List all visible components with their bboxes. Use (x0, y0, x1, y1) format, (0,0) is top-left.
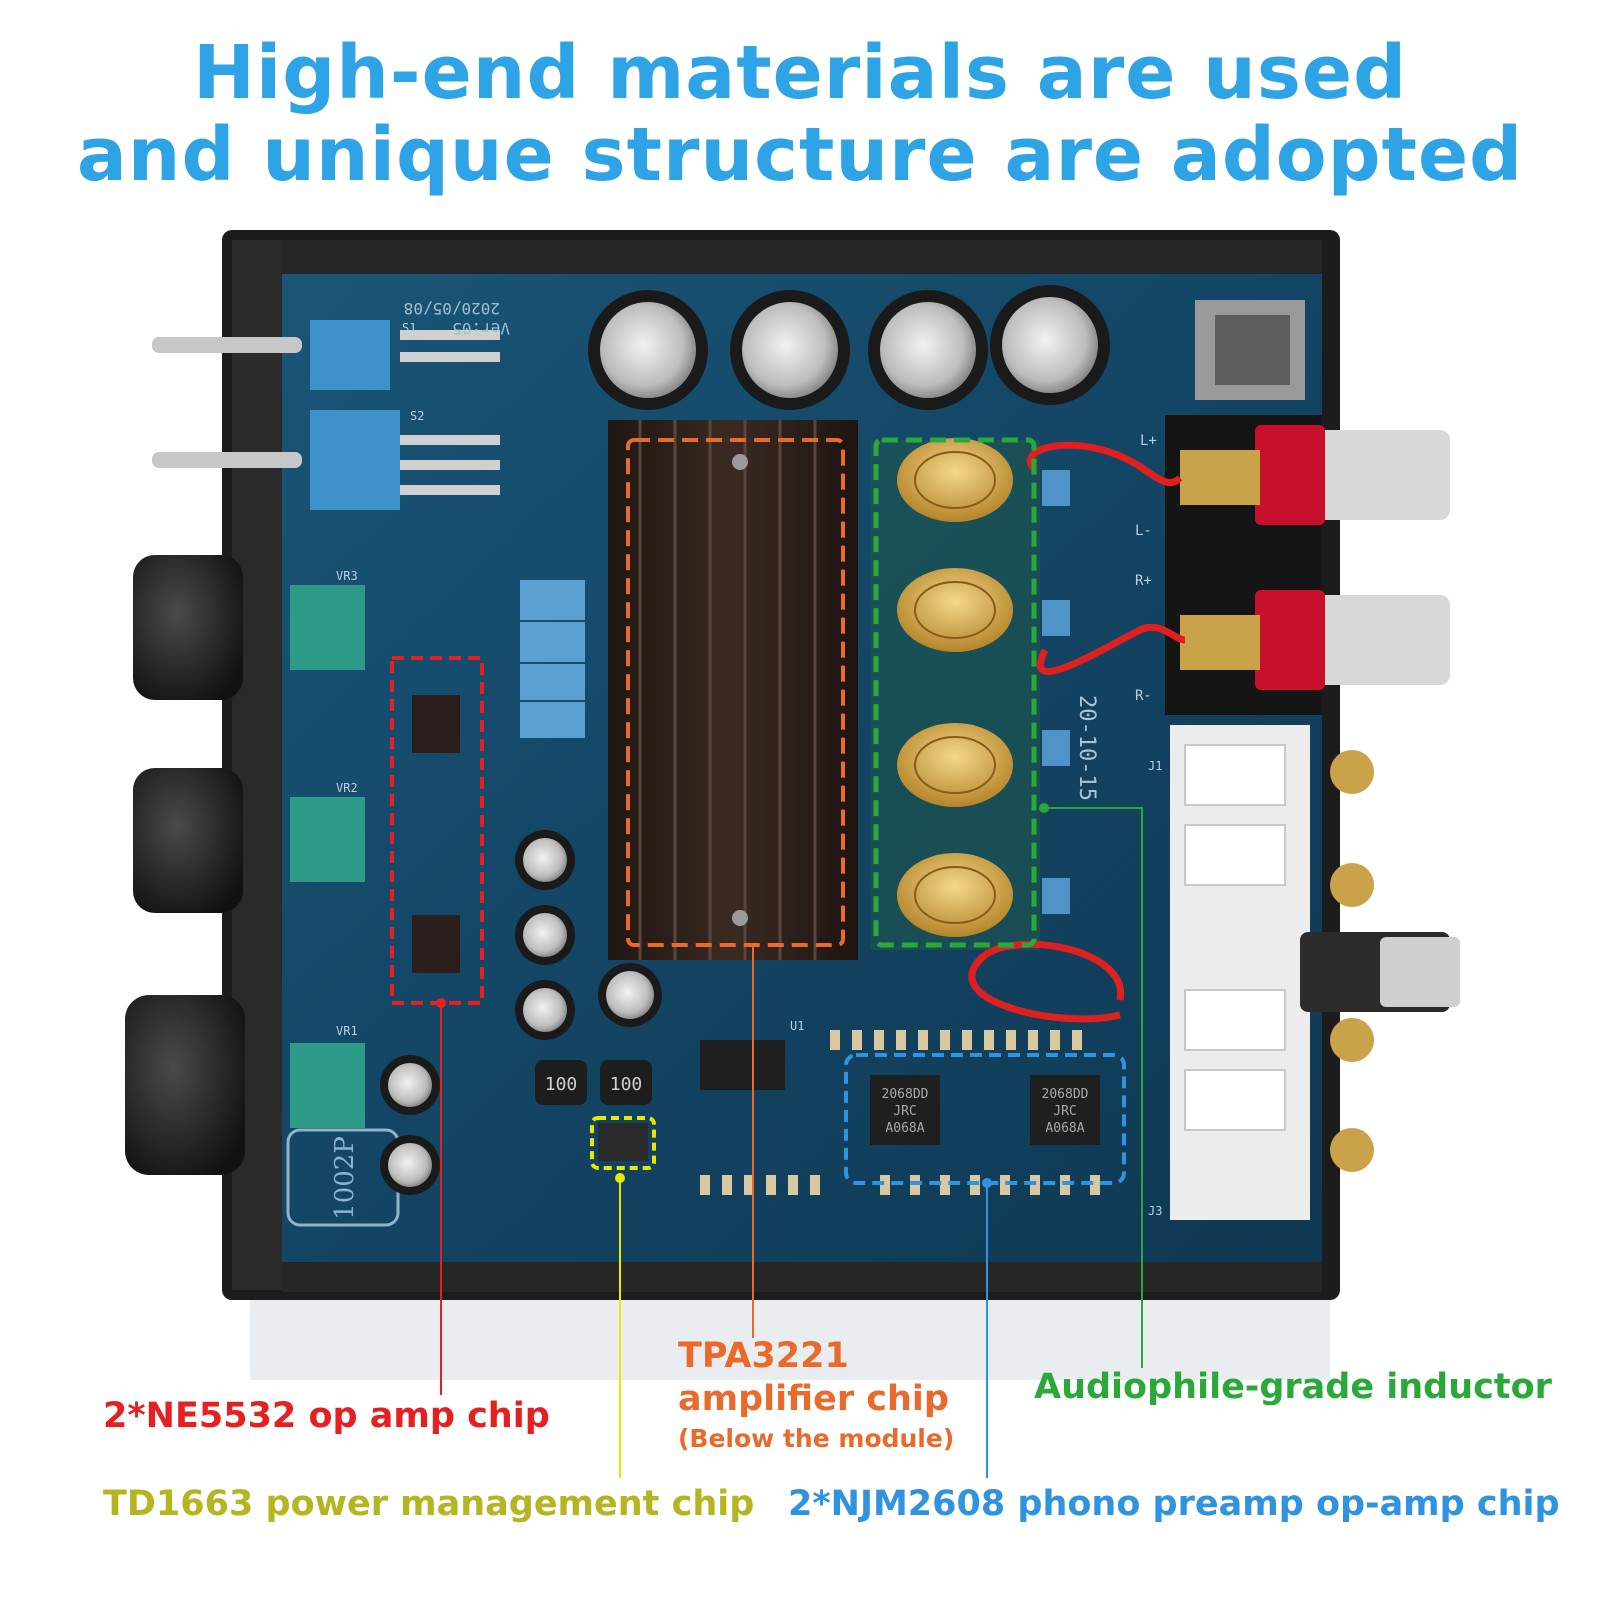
inductor-l3 (897, 568, 1013, 652)
njm2608-chip-left-marking-2: JRC (893, 1104, 916, 1119)
silk-s1: S1 (402, 321, 416, 335)
highlight-box-td1663 (590, 1116, 656, 1170)
rca-jack-3 (1330, 1018, 1374, 1062)
treble-knob (125, 995, 245, 1175)
heatsink (608, 420, 858, 960)
silk-l-plus: L+ (1140, 433, 1157, 449)
highlight-box-tpa3221 (626, 438, 845, 947)
speaker-wire-left (1026, 441, 1183, 486)
headline-line-1: High-end materials are used (192, 30, 1408, 116)
silk-s2: S2 (410, 409, 424, 423)
top-rail (282, 240, 1322, 274)
rca-jack-4 (1330, 1128, 1374, 1172)
highlight-box-njm2608 (844, 1053, 1126, 1185)
njm2608-chip-right-marking-2: JRC (1053, 1104, 1076, 1119)
silk-vr2: VR2 (336, 781, 358, 795)
board-model-label: 1002P (330, 1136, 360, 1220)
rca-input-housing (1170, 725, 1310, 1220)
speaker-post-right (1255, 590, 1325, 690)
callout-njm2608: 2*NJM2608 phono preamp op-amp chip (788, 1484, 1560, 1524)
film-capacitor-c33 (520, 664, 585, 700)
silk-vr1: VR1 (336, 1024, 358, 1038)
speaker-wire-right (1036, 623, 1186, 675)
case-reflection (250, 1300, 1330, 1380)
inductor-l1 (897, 853, 1013, 937)
toggle-switch-s1 (310, 320, 390, 390)
board-date-stamp: 20-10-15 (1074, 695, 1099, 801)
speaker-post-left-nut (1180, 450, 1260, 505)
callout-ne5532: 2*NE5532 op amp chip (103, 1396, 550, 1436)
njm2608-chip-left-marking-3: A068A (885, 1121, 924, 1136)
film-capacitor-c17 (520, 622, 585, 662)
ground-terminal-knob (1380, 937, 1460, 1007)
callout-tpa3221-line1: TPA3221 (678, 1336, 849, 1376)
njm2608-chip-left-marking-1: 2068DD (882, 1087, 929, 1102)
board-version-label: Ver:05 (452, 319, 510, 338)
film-capacitor-c11 (520, 580, 585, 620)
power-inductor-l6 (535, 1060, 587, 1105)
toggle-switch-lever-1 (152, 337, 302, 353)
inductor-l2 (897, 723, 1013, 807)
njm2608-chip-right (1030, 1075, 1100, 1145)
film-capacitor-c34 (520, 702, 585, 738)
toggle-switch-s2 (310, 410, 400, 510)
toggle-switch-lever-2 (152, 452, 302, 468)
potentiometer-vr3 (290, 585, 365, 670)
power-inductor-l5 (600, 1060, 652, 1105)
silk-j3: J3 (1148, 1204, 1162, 1218)
volume-knob (133, 555, 243, 700)
njm2608-chip-left (870, 1075, 940, 1145)
ne5532-chip-u6 (412, 695, 460, 753)
silk-vr3: VR3 (336, 569, 358, 583)
speaker-post-right-nut (1180, 615, 1260, 670)
power-inductor-l5-label: 100 (610, 1074, 643, 1095)
power-inductor-l6-label: 100 (545, 1074, 578, 1095)
inductor-l4 (897, 438, 1013, 522)
td1663-chip (598, 1123, 648, 1161)
board-date-label: 2020/05/08 (404, 299, 500, 318)
silk-j1: J1 (1148, 759, 1162, 773)
chip-u11 (700, 1040, 785, 1090)
njm2608-chip-right-marking-1: 2068DD (1042, 1087, 1089, 1102)
film-capacitor-right-1 (1042, 470, 1070, 506)
leader-line-inductor (1044, 807, 1143, 1368)
rca-jack-2 (1330, 863, 1374, 907)
njm2608-chip-right-marking-3: A068A (1045, 1121, 1084, 1136)
ne5532-chip-u5 (412, 915, 460, 973)
potentiometer-vr2 (290, 797, 365, 882)
highlight-box-inductor (873, 437, 1037, 948)
heatsink-screw-top (732, 454, 748, 470)
silk-l-minus: L- (1135, 523, 1152, 539)
ground-wire (968, 940, 1124, 1023)
callout-tpa3221-line2: amplifier chip (678, 1379, 949, 1419)
rca-jack-1 (1330, 750, 1374, 794)
callout-tpa3221-note: (Below the module) (678, 1424, 955, 1453)
headline-line-2: and unique structure are adopted (76, 112, 1524, 198)
heatsink-screw-bottom (732, 910, 748, 926)
bottom-rail (282, 1262, 1322, 1292)
silk-r-plus: R+ (1135, 573, 1152, 589)
silk-u1: U1 (790, 1019, 804, 1033)
potentiometer-vr1 (290, 1043, 365, 1128)
speaker-post-left (1255, 425, 1325, 525)
callout-inductor: Audiophile-grade inductor (1034, 1367, 1552, 1407)
callout-td1663: TD1663 power management chip (103, 1484, 755, 1524)
bass-knob (133, 768, 243, 913)
silk-r-minus: R- (1135, 688, 1152, 704)
